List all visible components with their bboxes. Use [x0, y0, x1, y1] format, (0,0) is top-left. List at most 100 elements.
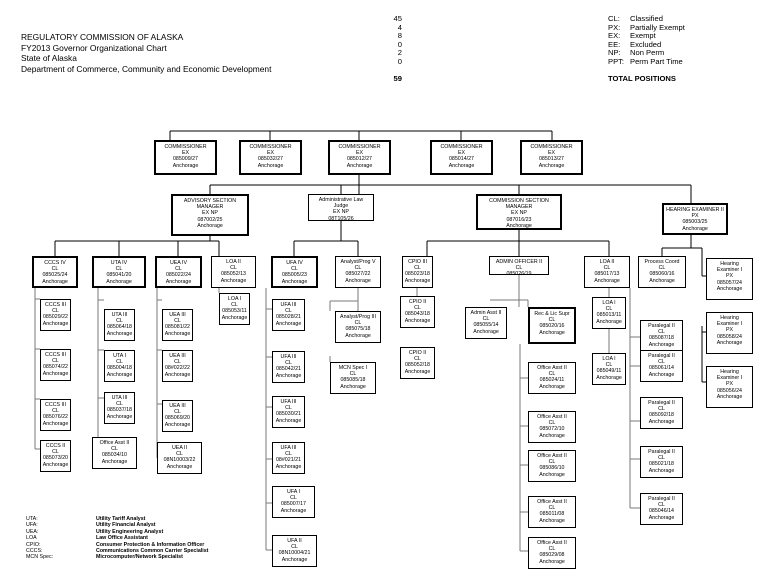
position-detail: Anchorage: [106, 278, 132, 285]
position-title: CPIO III: [408, 259, 427, 265]
position-detail: Anchorage: [649, 277, 675, 284]
position-title: LOA I: [602, 356, 616, 362]
position-detail: CL: [230, 265, 237, 272]
position-detail: 085072/10: [539, 426, 565, 433]
position-detail: Anchorage: [596, 374, 622, 381]
position-detail: Anchorage: [404, 368, 431, 375]
position-detail: 08N10004/21: [278, 550, 311, 557]
summary-code: PX:: [608, 22, 621, 32]
position-detail: 085061/14: [648, 365, 675, 372]
position-title: Office Asst II: [537, 540, 567, 546]
position-detail: CL: [115, 266, 123, 273]
position-title: UFA III: [280, 399, 297, 405]
position-detail: EX: [547, 150, 556, 157]
position-detail: Anchorage: [539, 383, 565, 390]
position-detail: Anchorage: [682, 225, 708, 232]
position-detail: Anchorage: [42, 420, 69, 427]
position-detail: Anchorage: [473, 328, 499, 335]
position-detail: CL: [548, 371, 556, 378]
position-title: LOA II: [599, 259, 615, 265]
position-title: Hearing: [720, 315, 739, 321]
position-detail: Anchorage: [648, 371, 675, 378]
position-detail: 085085/18: [340, 377, 366, 384]
position-title: Admin Asst II: [470, 310, 502, 316]
position-detail: Anchorage: [345, 277, 371, 284]
position-detail: Anchorage: [275, 320, 302, 327]
position-detail: 085004/18: [106, 365, 133, 372]
summary-count: 2: [397, 48, 402, 58]
position-detail: 085087/18: [648, 335, 675, 342]
position-detail: 085020/16: [539, 323, 565, 330]
position-detail: 085064/18: [106, 324, 133, 331]
position-detail: Anchorage: [448, 162, 475, 169]
position-detail: Anchorage: [164, 371, 191, 378]
position-title: Office Asst II: [537, 414, 567, 420]
summary-code: NP:: [608, 48, 621, 58]
position-detail: Anchorage: [164, 421, 191, 428]
position-detail: 085011/08: [539, 511, 565, 518]
position-detail: 085055/14: [473, 322, 499, 329]
position-title: LOA II: [226, 259, 241, 265]
legend-desc: Communications Common Carrier Specialist: [96, 547, 209, 554]
position-title: CCCS III: [45, 402, 66, 408]
position-detail: Anchorage: [280, 507, 307, 514]
summary-count: 4: [397, 22, 402, 32]
position-title: UFA III: [280, 354, 297, 360]
position-detail: Anchorage: [648, 418, 675, 425]
chart-title: FY2013 Governor Organizational Chart: [21, 42, 167, 53]
position-detail: Anchorage: [42, 278, 68, 285]
position-detail: Anchorage: [281, 278, 308, 285]
legend-desc: Utility Engineering Analyst: [96, 528, 164, 535]
position-detail: CL: [175, 266, 182, 273]
total-count: 59: [393, 73, 402, 83]
position-detail: CL: [174, 318, 181, 325]
position-title: UFA I: [287, 489, 300, 495]
position-title: Office Asst II: [537, 365, 567, 371]
legend-abbr: UTA:: [26, 516, 38, 522]
position-detail: CL: [176, 451, 183, 458]
position-detail: Anchorage: [539, 432, 565, 439]
position-detail: 085034/10: [101, 452, 128, 459]
position-title: Hearing: [720, 369, 739, 375]
position-detail: Anchorage: [220, 277, 247, 284]
position-title: COMMISSION SECTION: [489, 198, 549, 204]
position-detail: Anchorage: [275, 463, 302, 470]
position-title: Analyst/Prog III: [340, 314, 376, 320]
position-detail: Examiner I: [716, 267, 743, 274]
summary-code: EX:: [608, 31, 621, 41]
position-title: UFA IV: [286, 260, 303, 266]
position-title: UEA II: [171, 445, 187, 451]
legend-abbr: MCN Spec:: [26, 554, 54, 561]
position-detail: 085007/17: [280, 501, 307, 508]
summary-count: 0: [397, 56, 402, 66]
position-detail: CL: [52, 408, 59, 415]
position-detail: CL: [111, 446, 118, 453]
position-detail: MANAGER: [505, 204, 533, 211]
position-title: Office Asst II: [537, 499, 567, 505]
position-detail: Anchorage: [340, 383, 366, 390]
position-detail: 085027/22: [345, 271, 371, 278]
position-detail: CL: [291, 266, 298, 273]
position-detail: 085021/18: [648, 461, 675, 468]
summary-code: EE:: [608, 39, 621, 49]
position-title: Paralegal II: [648, 400, 675, 406]
legend-desc: Law Office Assistant: [96, 535, 148, 542]
position-title: UEA III: [169, 312, 186, 318]
